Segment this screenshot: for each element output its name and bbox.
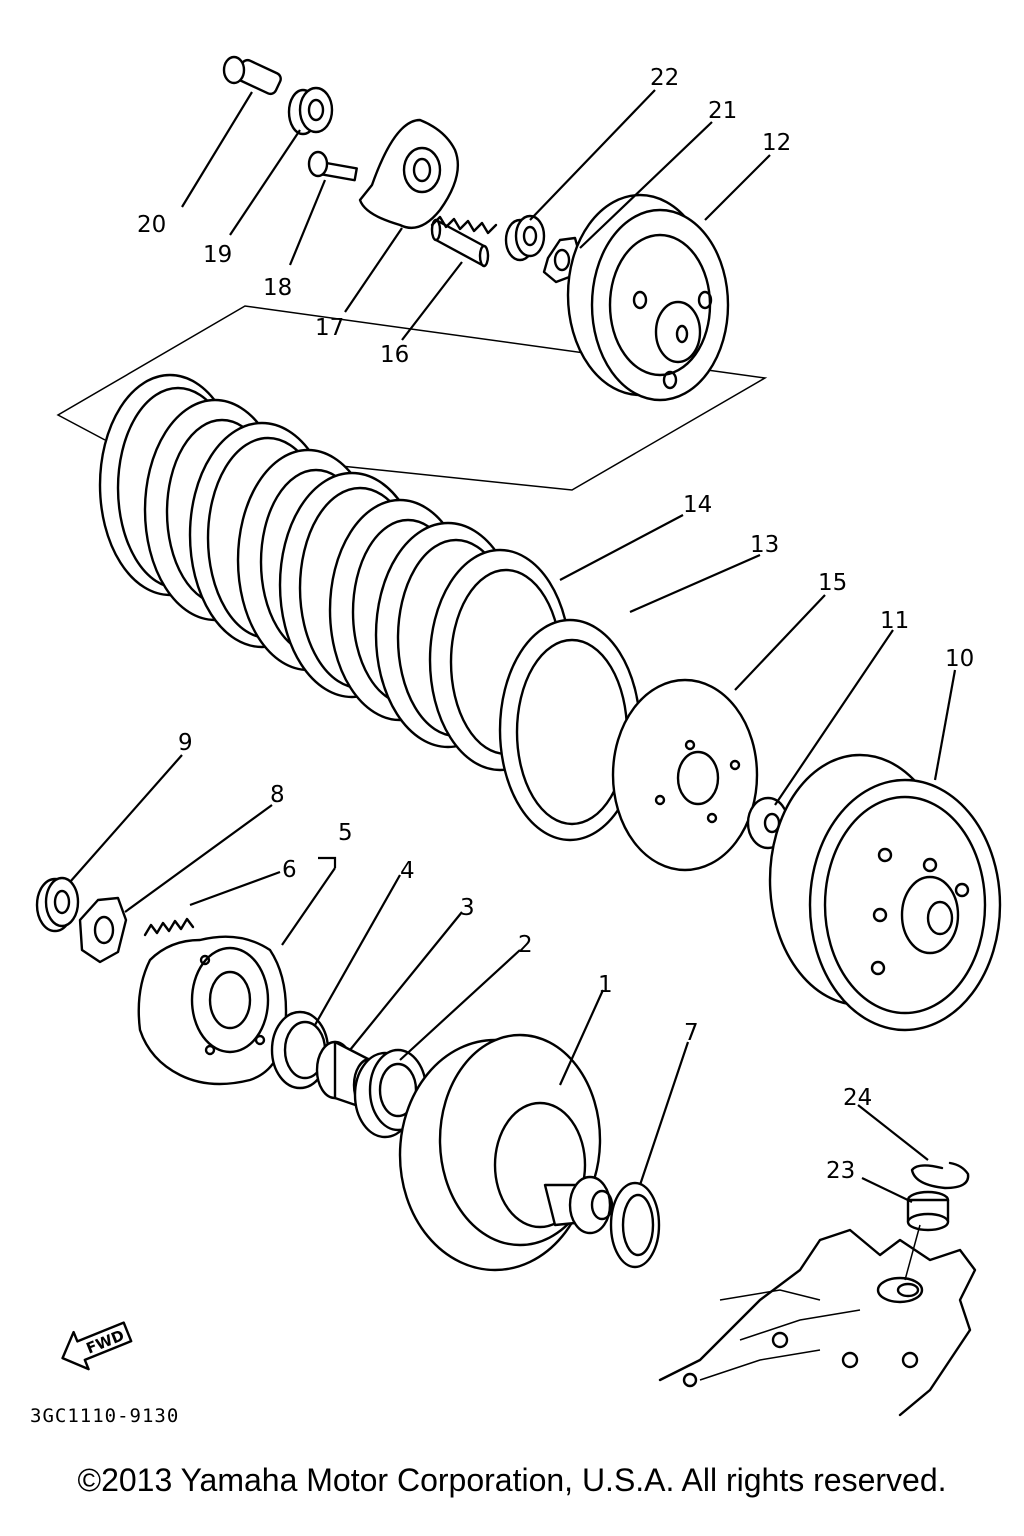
leader-23 bbox=[861, 1177, 913, 1203]
part-2-bearing bbox=[353, 1048, 428, 1139]
leader-3 bbox=[349, 911, 463, 1051]
leader-8 bbox=[124, 804, 273, 913]
callout-14: 14 bbox=[683, 492, 712, 518]
part-1-clutch-drum bbox=[398, 1033, 614, 1272]
part-10-clutch-housing bbox=[768, 753, 1002, 1032]
callout-13: 13 bbox=[750, 532, 779, 558]
callout-16: 16 bbox=[380, 342, 409, 368]
fwd-arrow-icon: FWD bbox=[61, 1321, 133, 1371]
part-6-spring bbox=[143, 917, 195, 937]
copyright-notice: ©2013 Yamaha Motor Corporation, U.S.A. A… bbox=[77, 1462, 947, 1498]
part-22-nut bbox=[504, 214, 546, 262]
callout-21: 21 bbox=[708, 98, 737, 124]
leader-5 bbox=[281, 867, 336, 946]
callout-23: 23 bbox=[826, 1158, 855, 1184]
callout-5: 5 bbox=[338, 820, 353, 846]
part-15-plate bbox=[611, 678, 759, 872]
leader-21 bbox=[579, 121, 713, 249]
callout-2: 2 bbox=[518, 932, 533, 958]
callout-10: 10 bbox=[945, 646, 974, 672]
callout-4: 4 bbox=[400, 858, 415, 884]
leader-12 bbox=[704, 154, 771, 221]
leader-2 bbox=[399, 949, 521, 1061]
leader-11 bbox=[774, 629, 894, 806]
callout-1: 1 bbox=[598, 972, 613, 998]
figure-code: 3GC1110-9130 bbox=[30, 1405, 179, 1427]
leader-10 bbox=[933, 669, 957, 781]
callout-8: 8 bbox=[270, 782, 285, 808]
part-18-bolt bbox=[307, 150, 358, 182]
leader-19 bbox=[229, 129, 301, 236]
part-8-lock-washer bbox=[78, 896, 128, 964]
leader-1 bbox=[558, 989, 605, 1086]
callout-24: 24 bbox=[843, 1085, 872, 1111]
callout-19: 19 bbox=[203, 242, 232, 268]
leader-13 bbox=[629, 553, 761, 614]
callout-6: 6 bbox=[282, 857, 297, 883]
callout-18: 18 bbox=[263, 275, 292, 301]
part-9-oil-seal bbox=[35, 876, 80, 933]
leader-4 bbox=[314, 874, 401, 1026]
crankcase-section bbox=[658, 1224, 977, 1417]
part-5-clutch-carrier bbox=[137, 935, 288, 1086]
callout-9: 9 bbox=[178, 730, 193, 756]
part-20-bolt bbox=[222, 55, 282, 96]
leader-5-bracket bbox=[318, 856, 337, 868]
part-23-plug bbox=[906, 1190, 950, 1232]
leader-16 bbox=[401, 261, 463, 341]
callout-12: 12 bbox=[762, 130, 791, 156]
leader-17 bbox=[344, 227, 403, 313]
plate-group-bracket bbox=[56, 305, 768, 491]
part-17-pressure-plate bbox=[358, 118, 459, 230]
callout-17: 17 bbox=[315, 315, 344, 341]
leader-24 bbox=[857, 1104, 929, 1161]
callout-11: 11 bbox=[880, 608, 909, 634]
part-12-clutch-boss bbox=[566, 193, 730, 402]
callout-3: 3 bbox=[460, 895, 475, 921]
leader-22 bbox=[529, 89, 656, 221]
part-7-washer bbox=[609, 1181, 661, 1269]
leader-20 bbox=[181, 91, 253, 208]
part-24-circlip bbox=[910, 1161, 970, 1190]
leader-6 bbox=[189, 870, 281, 907]
leader-14 bbox=[559, 514, 684, 581]
callout-7: 7 bbox=[684, 1020, 699, 1046]
leader-7 bbox=[638, 1041, 690, 1186]
callout-20: 20 bbox=[137, 212, 166, 238]
callout-22: 22 bbox=[650, 65, 679, 91]
callout-15: 15 bbox=[818, 570, 847, 596]
part-16-spring bbox=[430, 215, 498, 268]
leader-18 bbox=[288, 179, 327, 266]
leader-9 bbox=[69, 754, 183, 883]
part-19-bearing bbox=[287, 86, 334, 136]
leader-15 bbox=[734, 594, 826, 691]
clutch-exploded-diagram: 20 19 18 17 16 22 21 12 14 13 15 11 10 9… bbox=[30, 55, 1002, 1427]
